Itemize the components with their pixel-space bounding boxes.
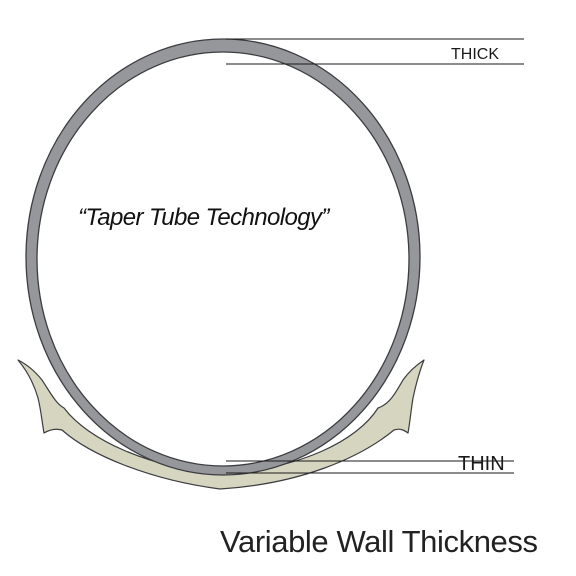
thick-label: THICK [451,46,499,63]
wheel-rim [17,359,425,490]
thin-label: THIN [458,453,505,475]
tube-caption: “Taper Tube Technology” [78,204,330,231]
inner-tube [25,38,421,476]
main-caption: Variable Wall Thickness [220,524,538,559]
